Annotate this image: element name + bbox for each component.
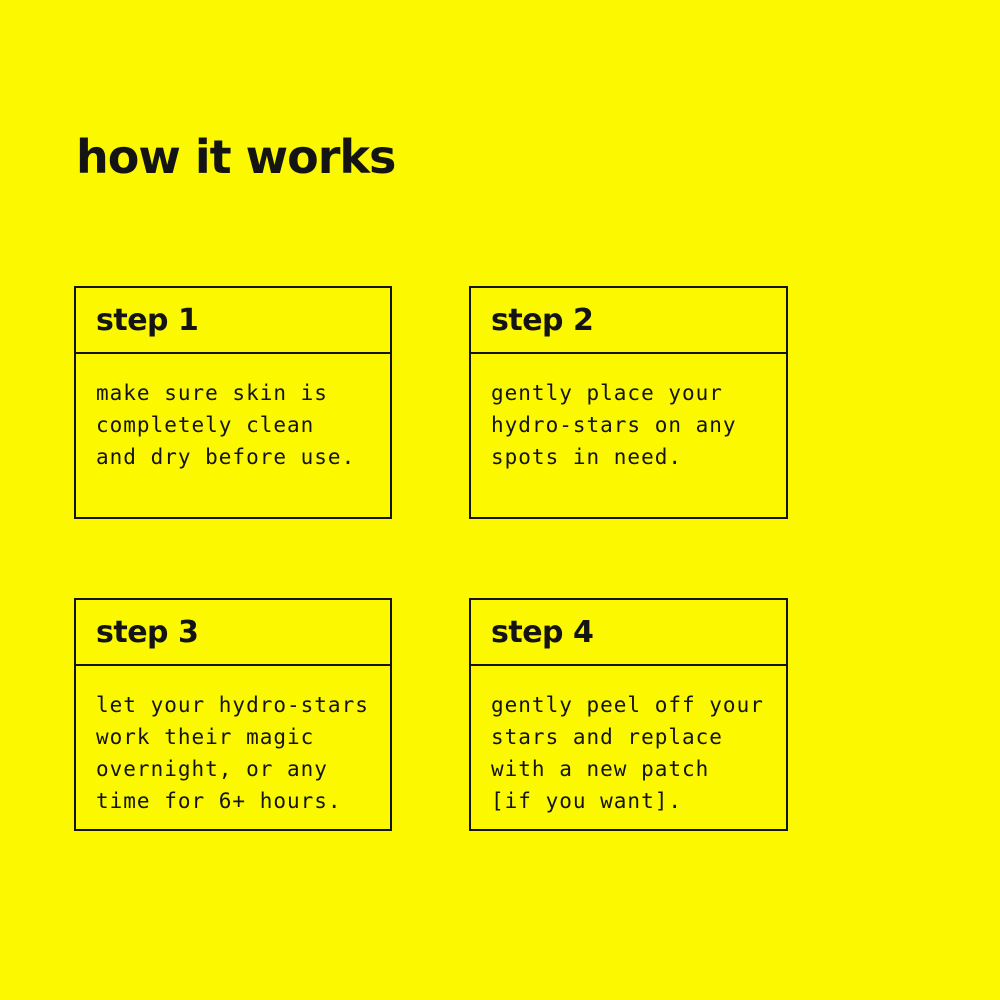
step-2-header: step 2 <box>471 288 786 354</box>
step-1-header: step 1 <box>76 288 390 354</box>
step-4-description: gently peel off your stars and replace w… <box>491 693 764 813</box>
step-3-header: step 3 <box>76 600 390 666</box>
step-box-3: step 3 let your hydro-stars work their m… <box>74 598 392 831</box>
steps-grid: step 1 make sure skin is completely clea… <box>74 286 788 831</box>
step-box-4: step 4 gently peel off your stars and re… <box>469 598 788 831</box>
step-4-header: step 4 <box>471 600 786 666</box>
step-box-2: step 2 gently place your hydro-stars on … <box>469 286 788 519</box>
step-3-description: let your hydro-stars work their magic ov… <box>96 693 369 813</box>
step-box-1: step 1 make sure skin is completely clea… <box>74 286 392 519</box>
step-2-description: gently place your hydro-stars on any spo… <box>491 381 737 469</box>
page-title: how it works <box>76 129 396 184</box>
step-1-description: make sure skin is completely clean and d… <box>96 381 356 469</box>
